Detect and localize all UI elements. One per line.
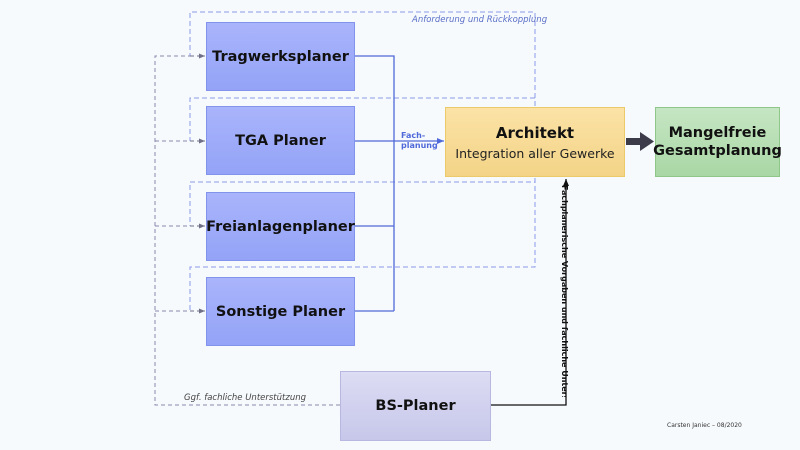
tragwerksplaner-box: Tragwerksplaner [206, 22, 355, 91]
gesamtplanung-line1: Mangelfreie [668, 125, 767, 141]
fachplanung-label-line2: planung [401, 141, 438, 150]
optional-support-trunk [154, 55, 340, 406]
optional-support-label: Ggf. fachliche Unterstützung [184, 393, 306, 403]
feedback-loop-tragwerk [189, 11, 536, 106]
feedback-loop-sonstige [189, 178, 536, 311]
architekt-title: Architekt [495, 123, 575, 142]
bs-planer-label: BS-Planer [375, 398, 456, 414]
fachplanung-label-line1: Fach- [401, 131, 426, 140]
feedback-loops [189, 11, 536, 311]
architekt-box: Architekt Integration aller Gewerke [445, 107, 625, 177]
bs-support-line [491, 179, 569, 406]
feedback-label: Anforderung und Rückkopplung [412, 15, 548, 25]
sonstige-planer-label: Sonstige Planer [215, 303, 346, 320]
gesamtplanung-box: Mangelfreie Gesamtplanung [653, 107, 782, 177]
gesamtplanung-line2: Gesamtplanung [653, 143, 782, 159]
optional-support-lines [154, 55, 340, 406]
flow-tragwerk [355, 55, 395, 311]
feedback-loop-tga [189, 97, 536, 141]
architekt-subtitle: Integration aller Gewerke [455, 145, 615, 161]
fachplanung-flow [355, 55, 444, 312]
tragwerksplaner-label: Tragwerksplaner [212, 48, 349, 65]
freianlagenplaner-box: Freianlagenplaner [206, 192, 355, 261]
bs-planer-box: BS-Planer [340, 371, 491, 441]
sonstige-planer-box: Sonstige Planer [206, 277, 355, 346]
credit-label: Carsten Janiec – 08/2020 [667, 422, 742, 429]
result-arrow [626, 132, 654, 151]
fachplanung-label: Fach- planung [401, 131, 438, 151]
tga-planer-box: TGA Planer [206, 106, 355, 175]
freianlagenplaner-label: Freianlagenplaner [206, 218, 355, 235]
feedback-arrows [190, 53, 205, 314]
vertical-support-label: Fachplanerische Vorgaben und fachliche U… [560, 185, 569, 397]
tga-planer-label: TGA Planer [235, 132, 326, 149]
